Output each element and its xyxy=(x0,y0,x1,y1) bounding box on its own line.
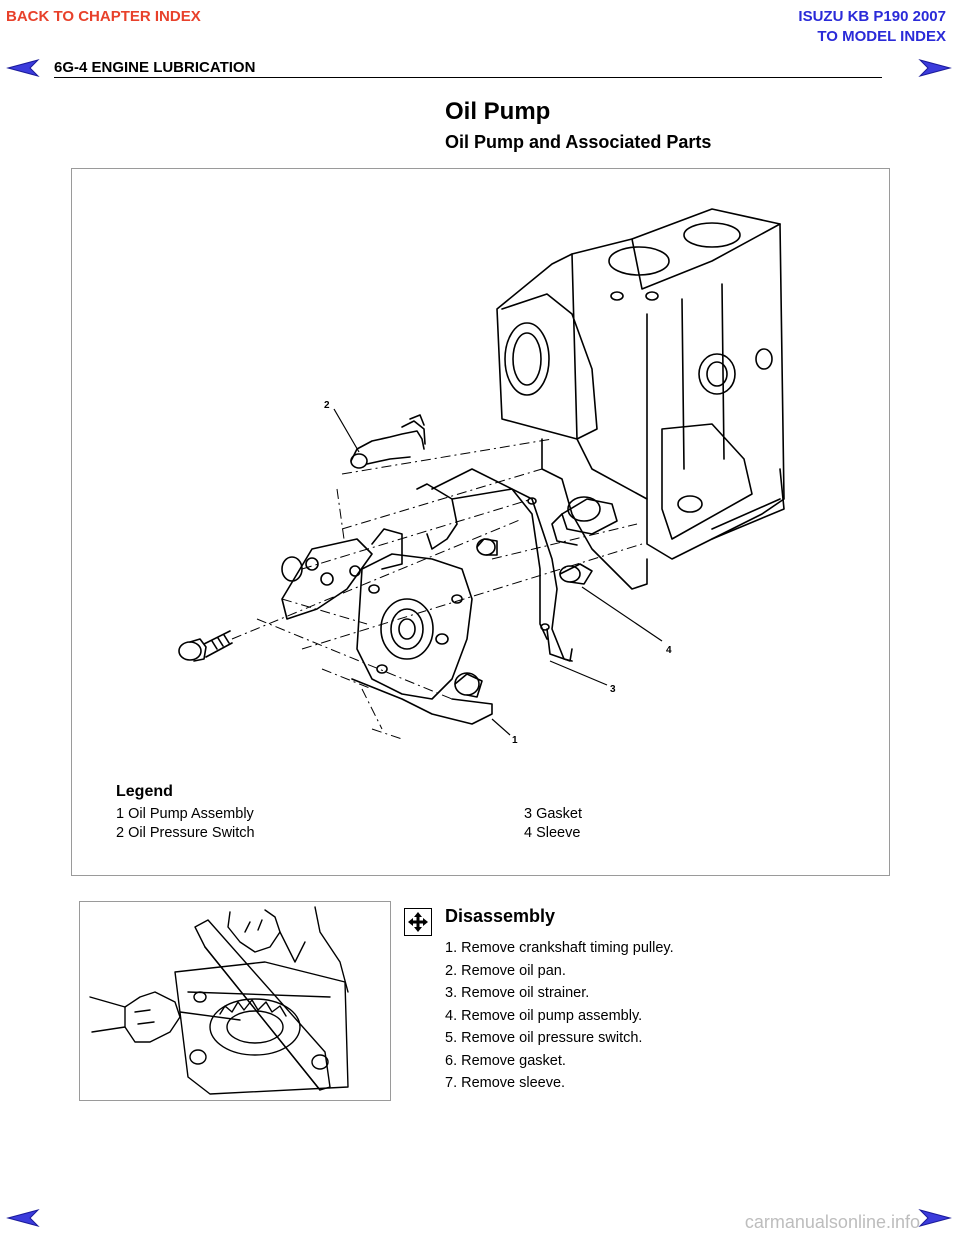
disassembly-step: 5. Remove oil pressure switch. xyxy=(445,1030,643,1046)
legend-item: 2 Oil Pressure Switch xyxy=(116,825,255,841)
section-title: Oil Pump xyxy=(445,98,551,125)
next-page-arrow-icon[interactable] xyxy=(918,1208,952,1228)
model-title: ISUZU KB P190 2007 xyxy=(798,8,946,25)
pump-removal-illustration xyxy=(89,906,349,1095)
disassembly-figure xyxy=(79,901,391,1101)
legend-item: 1 Oil Pump Assembly xyxy=(116,806,254,822)
disassembly-title: Disassembly xyxy=(445,906,556,926)
callout-2: 2 xyxy=(324,400,330,411)
disassembly-icon xyxy=(404,908,432,936)
next-page-arrow-icon[interactable] xyxy=(918,58,952,78)
disassembly-step: 7. Remove sleeve. xyxy=(445,1075,566,1091)
disassembly-step: 4. Remove oil pump assembly. xyxy=(445,1007,643,1024)
disassembly-step: 6. Remove gasket. xyxy=(445,1052,566,1069)
to-model-index-link[interactable]: TO MODEL INDEX xyxy=(817,28,946,45)
callout-1: 1 xyxy=(512,735,518,746)
running-header: 6G-4 ENGINE LUBRICATION xyxy=(54,59,256,76)
legend-item: 4 Sleeve xyxy=(524,825,581,841)
oil-pump-exploded-figure: 2 4 3 1 Legend 1 Oil Pump Assembly 2 Oil… xyxy=(71,168,890,876)
legend-title: Legend xyxy=(116,783,173,800)
legend-item: 3 Gasket xyxy=(524,806,583,822)
back-to-chapter-index-link[interactable]: BACK TO CHAPTER INDEX xyxy=(6,8,201,25)
watermark-text: carmanualsonline.info xyxy=(744,1212,920,1232)
header-rule xyxy=(54,77,882,78)
oil-pump-illustration: 2 4 3 1 xyxy=(178,208,785,746)
callout-3: 3 xyxy=(610,684,616,695)
disassembly-steps: 1. Remove crankshaft timing pulley. 2. R… xyxy=(445,937,674,1095)
previous-page-arrow-icon[interactable] xyxy=(6,58,40,78)
section-subtitle: Oil Pump and Associated Parts xyxy=(445,132,712,152)
disassembly-step: 3. Remove oil strainer. xyxy=(445,985,590,1001)
callout-4: 4 xyxy=(666,645,672,656)
disassembly-step: 1. Remove crankshaft timing pulley. xyxy=(445,940,674,956)
disassembly-step: 2. Remove oil pan. xyxy=(445,962,566,979)
previous-page-arrow-icon[interactable] xyxy=(6,1208,40,1228)
